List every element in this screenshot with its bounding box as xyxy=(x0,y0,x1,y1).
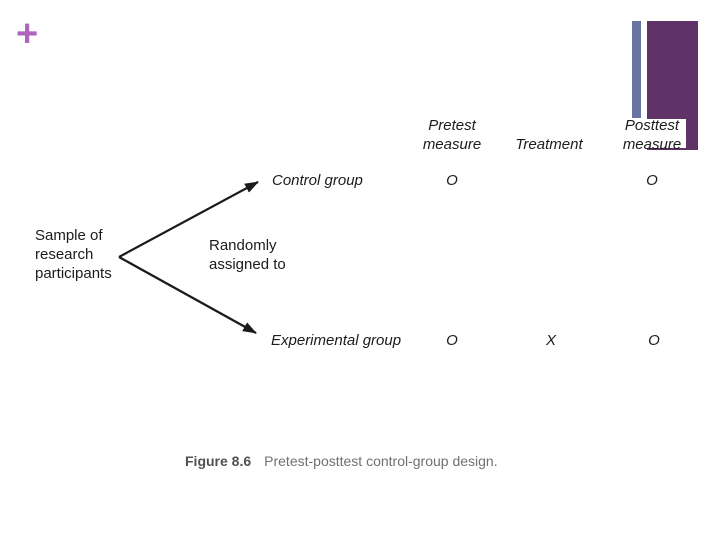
column-header-treatment: Treatment xyxy=(515,136,583,153)
sample-source-label: Sample of research participants xyxy=(35,227,112,282)
experimental-group-label: Experimental group xyxy=(271,332,402,349)
posttest-label-backdrop xyxy=(612,119,686,148)
plus-decoration: + xyxy=(16,13,39,55)
experimental-pretest-symbol: O xyxy=(446,332,458,349)
control-posttest-symbol: O xyxy=(646,172,658,189)
column-header-pretest: Pretest measure xyxy=(422,117,482,153)
figure-number-label: Figure 8.6 xyxy=(185,453,252,469)
random-assignment-label: Randomly assigned to xyxy=(209,237,286,273)
control-group-label: Control group xyxy=(272,172,363,189)
figure-caption-text: Pretest-posttest control-group design. xyxy=(264,453,498,469)
experimental-posttest-symbol: O xyxy=(648,332,660,349)
experimental-treatment-symbol: X xyxy=(545,332,556,349)
control-pretest-symbol: O xyxy=(446,172,458,189)
accent-stripe-bar xyxy=(632,21,641,118)
figure-caption: Figure 8.6 Pretest-posttest control-group… xyxy=(185,452,498,470)
column-header-posttest: Posttest measure xyxy=(622,117,682,153)
